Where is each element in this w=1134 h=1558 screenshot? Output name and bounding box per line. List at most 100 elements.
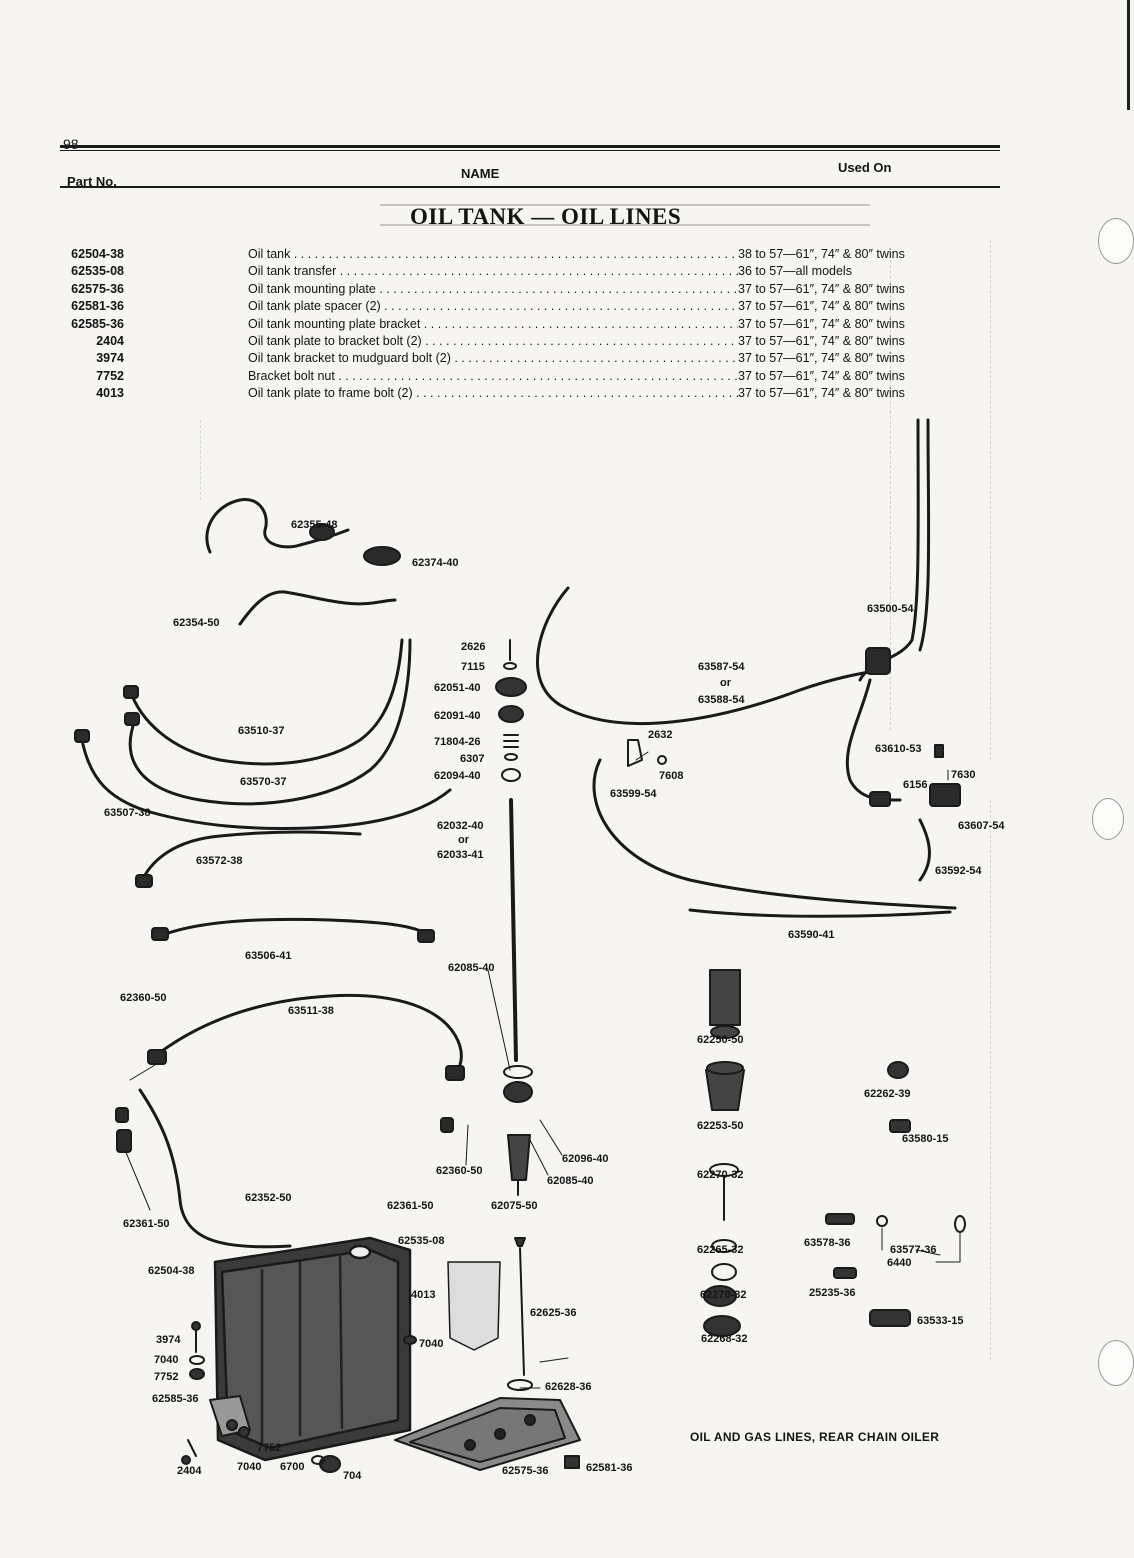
label-63607-54: 63607-54	[958, 820, 1005, 832]
label-62625-36: 62625-36	[530, 1307, 577, 1319]
label-62094-40: 62094-40	[434, 770, 481, 782]
label-62051-40: 62051-40	[434, 682, 481, 694]
label-63577-36: 63577-36	[890, 1244, 937, 1256]
label-63599-54: 63599-54	[610, 788, 657, 800]
part-number: 62504-38	[71, 247, 124, 261]
label-62354-50: 62354-50	[173, 617, 220, 629]
label-62374-40: 62374-40	[412, 557, 459, 569]
label-62091-40: 62091-40	[434, 710, 481, 722]
part-number: 2404	[96, 333, 124, 348]
label-62085-40: 62085-40	[448, 962, 495, 974]
figure-caption: OIL AND GAS LINES, REAR CHAIN OILER	[690, 1430, 940, 1444]
oil-tank-62504-38	[213, 1236, 412, 1462]
label-62575-36: 62575-36	[502, 1465, 549, 1477]
label-25235-36: 25235-36	[809, 1287, 856, 1299]
oil-line-63590-41	[592, 758, 957, 918]
fitting-63610-53	[869, 744, 961, 807]
label-62360-50: 62360-50	[436, 1165, 483, 1177]
label-62268-32: 62268-32	[701, 1333, 748, 1345]
page-number: 98	[63, 136, 79, 152]
label-63500-54: 63500-54	[867, 603, 914, 615]
header-rule-bottom	[60, 186, 1000, 188]
part-name: Oil tank mounting plate bracket	[248, 316, 738, 333]
label-62250-50: 62250-50	[697, 1034, 744, 1046]
part-used-on: 37 to 57—61″, 74″ & 80″ twins	[738, 299, 905, 314]
label-62075-50: 62075-50	[491, 1200, 538, 1212]
label-63580-15: 63580-15	[902, 1133, 949, 1145]
part-used-on: 37 to 57—61″, 74″ & 80″ twins	[738, 386, 905, 401]
label-7040: 7040	[154, 1354, 178, 1366]
gas-shutoff-62250-50	[709, 969, 741, 1039]
label-7630: 7630	[951, 769, 975, 781]
label-62262-39: 62262-39	[864, 1088, 911, 1100]
fitting-63500-54	[865, 647, 891, 675]
label-62360-50: 62360-50	[120, 992, 167, 1004]
oil-line-63570-37	[128, 638, 412, 806]
binder-hole-bottom	[1098, 1340, 1134, 1386]
part-name: Oil tank plate to frame bolt (2)	[248, 385, 738, 402]
label-63506-41: 63506-41	[245, 950, 292, 962]
column-header-part-no: Part No.	[67, 174, 117, 189]
label-62033-41: 62033-41	[437, 849, 484, 861]
leader-lines	[124, 751, 961, 1389]
binder-hole-middle	[1092, 798, 1124, 840]
label-62361-50: 62361-50	[387, 1200, 434, 1212]
part-number: 4013	[96, 386, 124, 401]
section-title: OIL TANK — OIL LINES	[410, 204, 682, 229]
label-71804-26: 71804-26	[434, 736, 481, 748]
column-header-used-on: Used On	[838, 160, 892, 175]
part-name: Oil tank bracket to mudguard bolt (2)	[248, 350, 738, 367]
gas-fittings-right	[825, 1061, 966, 1327]
label-7040: 7040	[237, 1461, 261, 1473]
oil-line-63511-38	[148, 993, 463, 1077]
transfer-decal-62535-08	[447, 1261, 501, 1351]
label-62265-32: 62265-32	[697, 1244, 744, 1256]
label-63570-37: 63570-37	[240, 776, 287, 788]
column-header-name: NAME	[461, 166, 500, 181]
label-62253-50: 62253-50	[697, 1120, 744, 1132]
label-62085-40: 62085-40	[547, 1175, 594, 1187]
tank-bolts	[181, 1321, 341, 1473]
label-2632: 2632	[648, 729, 672, 741]
oil-line-62354-50	[238, 590, 397, 626]
dipstick-62625-36	[507, 1237, 533, 1391]
part-name: Oil tank transfer	[248, 263, 738, 280]
part-used-on: 37 to 57—61″, 74″ & 80″ twins	[738, 368, 905, 383]
fitting-62355-48-end	[309, 523, 335, 541]
oil-line-63510-37	[128, 638, 404, 766]
label-2404: 2404	[177, 1465, 202, 1477]
label-62270-32: 62270-32	[700, 1289, 747, 1301]
washers-62270-32	[703, 1163, 741, 1337]
label-6156: 6156	[903, 779, 927, 791]
part-number: 62535-08	[71, 264, 124, 279]
label-62096-40: 62096-40	[562, 1153, 609, 1165]
oil-line-62352-50	[138, 1088, 292, 1249]
label-62352-50: 62352-50	[245, 1192, 292, 1204]
oil-line-63587-54	[536, 586, 882, 725]
part-used-on: 37 to 57—61″, 74″ & 80″ twins	[738, 281, 905, 296]
label-63533-15: 63533-15	[917, 1315, 964, 1327]
label-704: 704	[343, 1470, 362, 1482]
label-62504-38: 62504-38	[148, 1265, 195, 1277]
label-63592-54: 63592-54	[935, 865, 982, 877]
oil-line-63572-38	[138, 830, 362, 887]
label-or: or	[458, 834, 470, 846]
label-or: or	[720, 677, 732, 689]
tank-bracket-62585-36	[209, 1395, 251, 1437]
label-6700: 6700	[280, 1461, 304, 1473]
label-62585-36: 62585-36	[152, 1393, 199, 1405]
page-edge-shadow	[1127, 0, 1130, 110]
label-63587-54: 63587-54	[698, 661, 745, 673]
fitting-ends	[74, 685, 465, 1153]
label-62355-48: 62355-48	[291, 519, 338, 531]
part-number: 62581-36	[71, 299, 124, 314]
label-63510-37: 63510-37	[238, 725, 285, 737]
